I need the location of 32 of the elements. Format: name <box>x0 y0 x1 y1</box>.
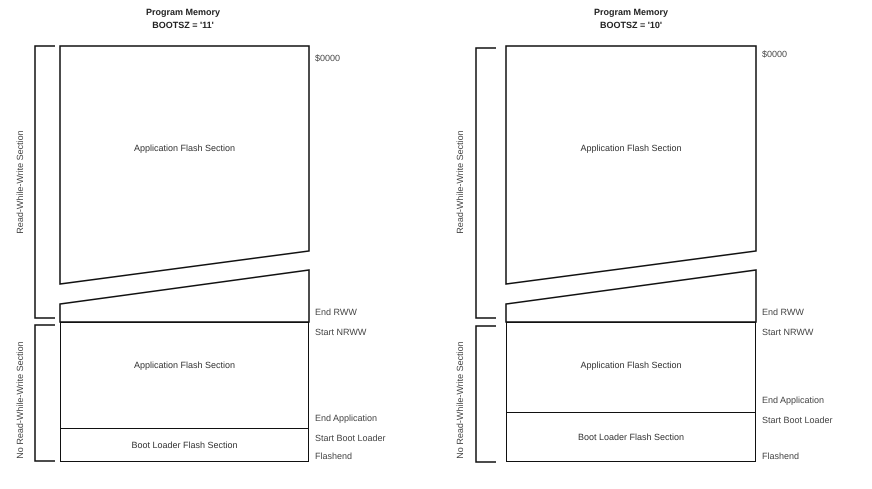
panel-heading: Program Memory <box>146 7 220 17</box>
section-bracket-label: Read-While-Write Section <box>455 130 465 234</box>
address-label: Start Boot Loader <box>762 415 833 425</box>
address-label: End Application <box>315 413 378 423</box>
section-bracket-label: No Read-While-Write Section <box>455 341 465 459</box>
address-label: End RWW <box>315 307 357 317</box>
address-label: Start NRWW <box>762 327 814 337</box>
memory-section <box>506 322 756 413</box>
section-label: Application Flash Section <box>134 360 236 370</box>
address-label: Start Boot Loader <box>315 433 386 443</box>
section-label: Application Flash Section <box>580 143 682 153</box>
section-label: Boot Loader Flash Section <box>131 440 238 450</box>
section-label: Boot Loader Flash Section <box>578 432 684 442</box>
address-label: Flashend <box>315 451 352 461</box>
memory-section-slice <box>60 270 309 322</box>
memory-section-slice <box>506 270 756 322</box>
boot-loader-section <box>60 428 309 462</box>
panel-heading: Program Memory <box>594 7 668 17</box>
section-bracket-label: Read-While-Write Section <box>15 130 25 234</box>
section-bracket-label: No Read-While-Write Section <box>15 341 25 459</box>
panel-subheading: BOOTSZ = '11' <box>152 20 214 30</box>
memory-section <box>60 46 309 284</box>
address-label: Start NRWW <box>315 327 366 337</box>
address-label: Flashend <box>762 451 800 461</box>
panel-subheading: BOOTSZ = '10' <box>600 20 662 30</box>
address-label: End Application <box>762 395 824 405</box>
section-label: Application Flash Section <box>580 360 682 370</box>
address-label: End RWW <box>762 307 804 317</box>
section-label: Application Flash Section <box>134 143 236 153</box>
boot-loader-section <box>506 412 756 462</box>
memory-section <box>506 46 756 284</box>
memory-section <box>60 322 309 429</box>
